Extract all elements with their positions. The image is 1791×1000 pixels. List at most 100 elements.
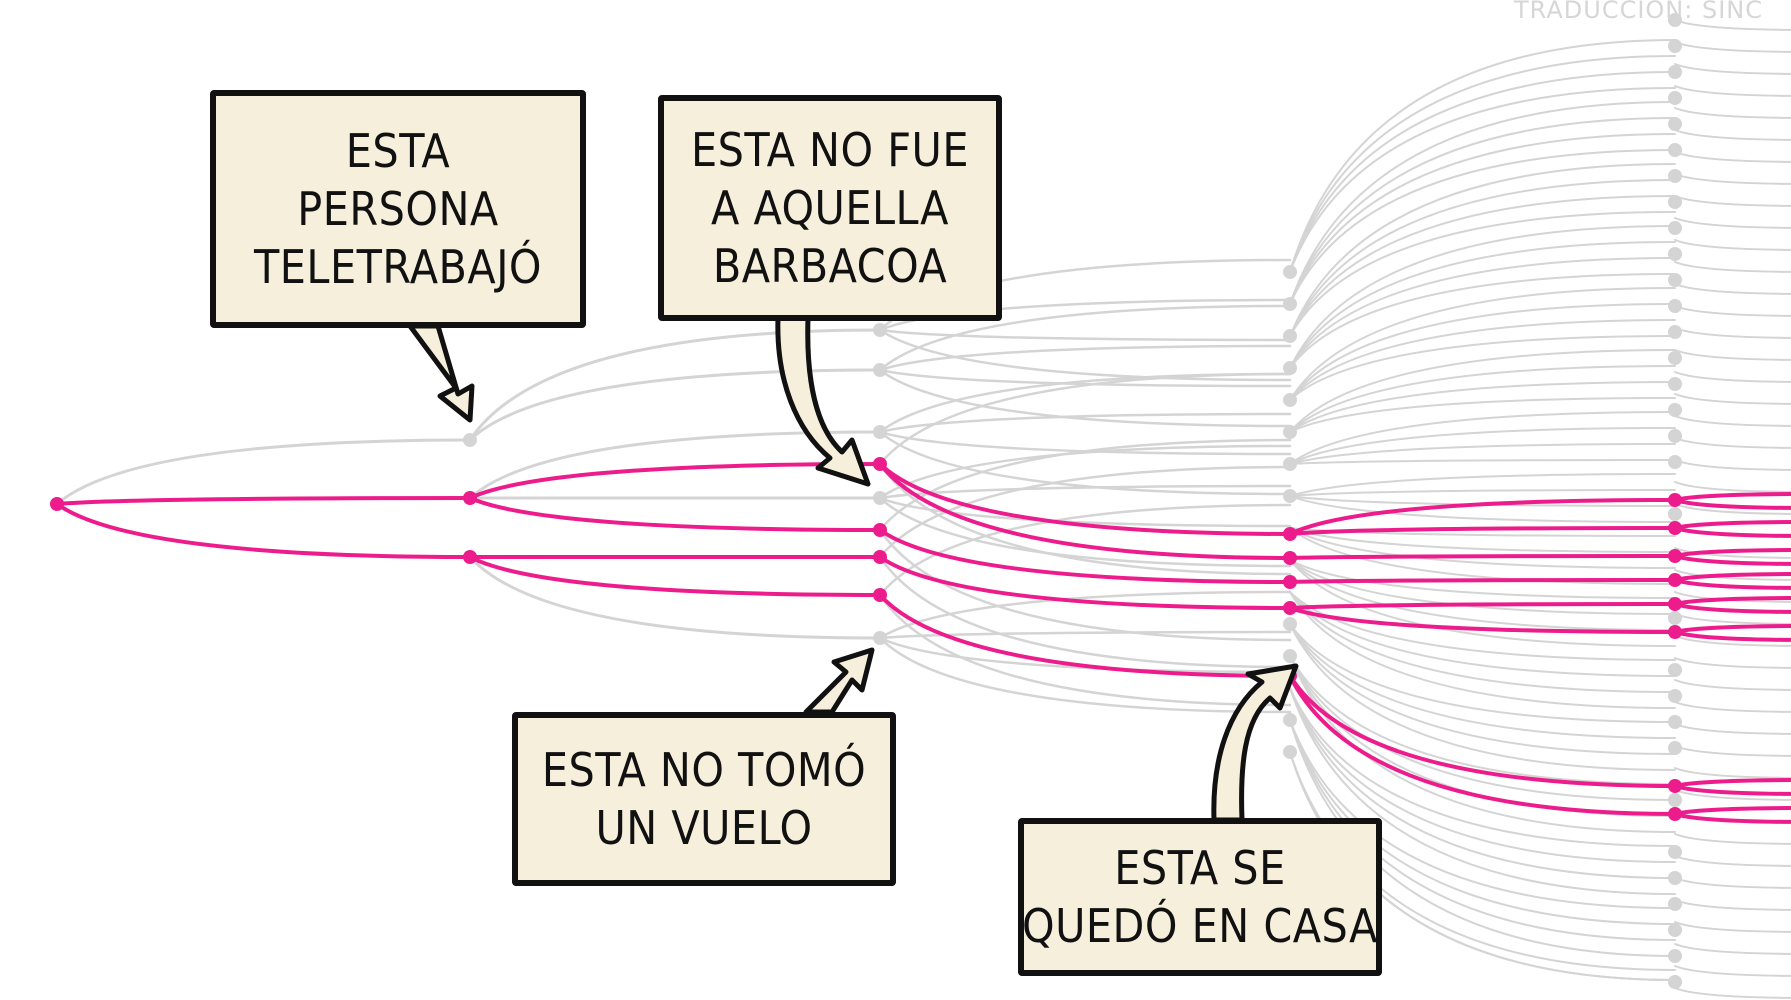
- averted-edge: [1674, 173, 1791, 185]
- callout-line: TELETRABAJÓ: [253, 240, 542, 294]
- callout-line: ESTA: [345, 124, 451, 178]
- averted-edge: [1674, 327, 1791, 339]
- averted-edge: [1674, 767, 1791, 779]
- person-node-healthy: [873, 323, 887, 337]
- person-node-infected: [1668, 597, 1682, 611]
- person-node-healthy: [1668, 247, 1682, 261]
- callout-line: BARBACOA: [712, 239, 948, 293]
- infection-edge: [1288, 526, 1677, 536]
- person-nodes: [50, 13, 1682, 989]
- averted-edge: [1674, 965, 1791, 977]
- person-node-infected: [463, 550, 477, 564]
- infection-edge: [468, 555, 882, 597]
- person-node-infected: [1668, 807, 1682, 821]
- averted-edge: [1289, 335, 1676, 401]
- person-node-healthy: [1668, 65, 1682, 79]
- infection-edge: [1673, 624, 1791, 634]
- person-node-healthy: [1668, 39, 1682, 53]
- averted-edge: [1289, 87, 1676, 273]
- averted-edge: [1674, 943, 1791, 955]
- averted-edge: [1289, 623, 1676, 771]
- person-node-infected: [1668, 493, 1682, 507]
- averted-edge: [1289, 687, 1676, 863]
- averted-edge: [1289, 195, 1676, 337]
- averted-edge: [1289, 133, 1676, 305]
- averted-edge: [1289, 349, 1676, 433]
- arrow-barbacoa: [775, 315, 871, 487]
- person-node-healthy: [1668, 91, 1682, 105]
- averted-edge: [1289, 655, 1676, 801]
- person-node-healthy: [1283, 457, 1297, 471]
- averted-edge: [1674, 349, 1791, 361]
- person-node-healthy: [1283, 361, 1297, 375]
- person-node-healthy: [1668, 299, 1682, 313]
- averted-edge: [1289, 459, 1676, 465]
- person-node-healthy: [1283, 649, 1297, 663]
- averted-edge: [1674, 679, 1791, 691]
- infection-edge: [1673, 548, 1791, 558]
- infection-edge: [1288, 674, 1677, 816]
- person-node-healthy: [1283, 265, 1297, 279]
- person-node-healthy: [1668, 429, 1682, 443]
- person-node-infected: [1283, 527, 1297, 541]
- averted-edge: [468, 368, 882, 442]
- averted-edge: [1289, 527, 1676, 553]
- averted-edge: [1289, 687, 1676, 847]
- averted-edge: [1289, 623, 1676, 723]
- person-node-healthy: [1668, 897, 1682, 911]
- infection-edge: [1673, 602, 1791, 614]
- averted-edge: [1289, 655, 1676, 833]
- averted-edge: [1674, 239, 1791, 251]
- infection-edge: [1673, 572, 1791, 582]
- averted-edge: [1674, 745, 1791, 757]
- infection-edge: [1673, 806, 1791, 816]
- infection-edge: [1673, 784, 1791, 796]
- averted-edge: [468, 555, 882, 640]
- infection-edge: [1673, 630, 1791, 642]
- callout-line: PERSONA: [297, 182, 499, 236]
- averted-edge: [1289, 287, 1676, 401]
- averted-edge: [878, 430, 1292, 496]
- averted-edge: [1289, 211, 1676, 337]
- averted-edge: [1674, 305, 1791, 317]
- averted-edge: [878, 484, 1292, 500]
- averted-edge: [1289, 559, 1676, 615]
- infection-edge: [1673, 526, 1791, 538]
- averted-edge: [1674, 107, 1791, 119]
- infection-edge: [55, 496, 472, 506]
- averted-edge: [1674, 151, 1791, 163]
- callout-vuelo: ESTA NO TOMÓ UN VUELO: [512, 712, 896, 886]
- averted-edge: [1289, 225, 1676, 369]
- person-node-healthy: [873, 491, 887, 505]
- person-node-infected: [1283, 601, 1297, 615]
- person-node-healthy: [1668, 871, 1682, 885]
- arrow-teletrabajo: [407, 323, 475, 423]
- person-node-healthy: [873, 425, 887, 439]
- person-node-healthy: [1668, 143, 1682, 157]
- callout-line: A AQUELLA: [711, 181, 949, 235]
- averted-edge: [878, 496, 1292, 528]
- averted-edge: [1289, 527, 1676, 569]
- averted-edge: [878, 462, 1292, 576]
- averted-edge: [1674, 217, 1791, 229]
- callout-line: ESTA NO TOMÓ: [541, 743, 867, 797]
- callout-casa: ESTA SE QUEDÓ EN CASA: [1018, 818, 1382, 976]
- infection-edge: [1288, 606, 1677, 634]
- averted-edge: [1674, 789, 1791, 801]
- averted-edge: [878, 465, 1292, 559]
- averted-edge: [1289, 55, 1676, 273]
- averted-edge: [878, 344, 1292, 372]
- infection-edge: [1288, 602, 1677, 610]
- person-node-infected: [873, 588, 887, 602]
- person-node-healthy: [1668, 273, 1682, 287]
- averted-edge: [1289, 443, 1676, 465]
- averted-edge: [1674, 921, 1791, 933]
- person-node-healthy: [1668, 13, 1682, 27]
- averted-edge: [1289, 687, 1676, 879]
- person-node-healthy: [1283, 393, 1297, 407]
- averted-edge: [1289, 473, 1676, 497]
- averted-edge: [1674, 877, 1791, 889]
- person-node-infected: [463, 491, 477, 505]
- averted-edge: [1674, 701, 1791, 713]
- averted-edge: [1674, 63, 1791, 75]
